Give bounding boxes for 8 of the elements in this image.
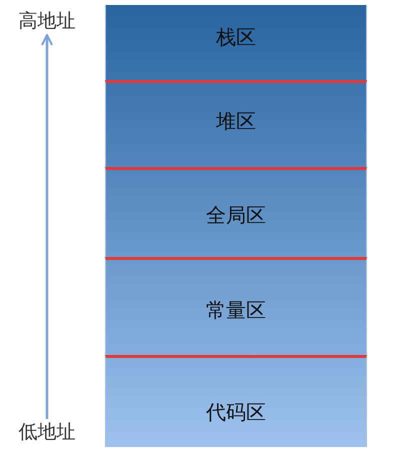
memory-region-band: 堆区	[105, 80, 367, 167]
address-label: 低地址	[17, 421, 77, 445]
memory-region-band: 全局区	[105, 167, 367, 257]
address-label: 高地址	[17, 10, 77, 34]
memory-region-band: 代码区	[105, 355, 367, 447]
arrow	[41, 34, 53, 419]
memory-region-band: 栈区	[105, 5, 367, 80]
memory-region-band: 常量区	[105, 257, 367, 355]
